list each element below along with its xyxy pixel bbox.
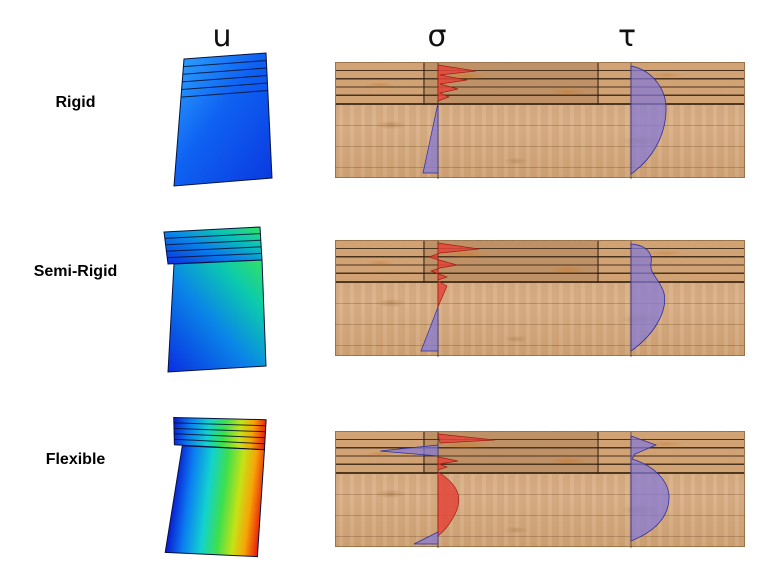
stress-shear-overlay-flexible [379,432,670,548]
row-label-semi-rigid: Semi-Rigid [33,263,118,280]
beam-laminations [336,63,744,105]
row-label-rigid: Rigid [55,94,96,111]
column-header-tau: τ [617,19,637,54]
lamination-lines [173,422,266,445]
sigma-distribution-mid [437,471,460,537]
lamination-lines [180,60,268,98]
row-label-flexible: Flexible [45,451,106,468]
stress-shear-overlay-rigid [422,63,667,179]
beam-laminations [336,241,744,283]
sigma-spike-negative [379,444,439,457]
sigma-distribution-top [437,64,477,102]
lamination-lines [164,233,262,259]
sigma-distribution-bottom [422,102,439,174]
sigma-distribution-top [427,242,480,281]
stress-shear-overlay-semi-rigid [420,241,666,357]
sigma-distribution-bottom [420,306,439,352]
tau-distribution [630,65,667,175]
column-header-u: u [212,19,232,54]
beam-cross-section-semi-rigid [335,240,745,357]
sigma-distribution-top [437,456,459,471]
displacement-plot-flexible [164,416,267,558]
sigma-distribution-bottom [413,531,439,545]
tau-distribution [630,435,670,542]
displacement-plot-semi-rigid [163,226,267,373]
beam-cross-section-flexible [335,431,745,548]
column-header-sigma: σ [427,19,447,54]
beam-cross-section-rigid [335,62,745,179]
displacement-plot-rigid [173,52,273,187]
sigma-distribution-mid [437,280,448,308]
tau-distribution [630,243,666,352]
sigma-spike-positive [437,433,496,444]
